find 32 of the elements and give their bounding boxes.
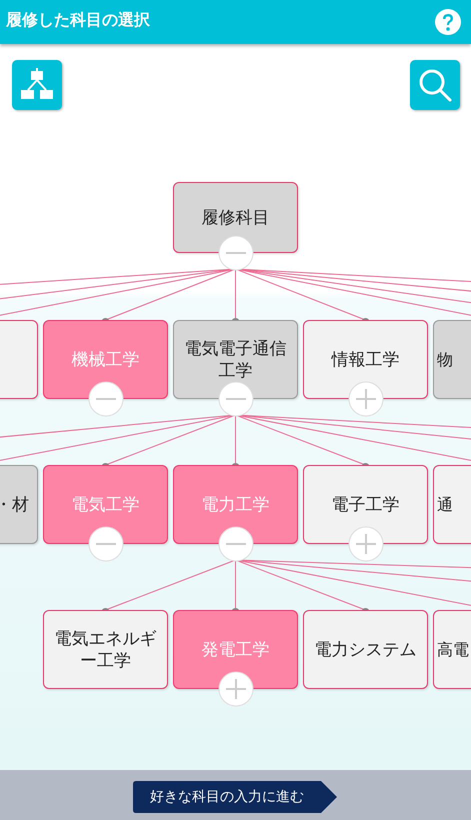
subject-name: 電気工学 [70, 494, 140, 516]
subject-card [303, 610, 428, 689]
subject-name: 物 [436, 348, 454, 370]
connector-line [102, 560, 236, 612]
subject-card [173, 465, 298, 544]
subject-card [43, 320, 168, 399]
next-button-label: 好きな科目の入力に進む [150, 788, 304, 806]
connector-line [232, 268, 240, 322]
subject-name: 電力工学 [200, 494, 270, 516]
subject-name: ・材 [0, 494, 30, 516]
subject-name: 電気電子通信工学 [184, 338, 288, 382]
subject-name: 高電 [436, 638, 470, 660]
subject-card [43, 465, 168, 544]
subject-name: 通 [436, 494, 454, 516]
subject-card [173, 610, 298, 689]
connector-line [232, 414, 240, 467]
subject-name: 発電工学 [200, 638, 270, 660]
subject-name: 履修科目 [200, 206, 270, 228]
connector-line [232, 560, 240, 612]
connector-line [102, 268, 236, 322]
screen-title: 履修した科目の選択 [6, 10, 150, 31]
subject-card [43, 610, 168, 689]
connector-line [102, 414, 236, 467]
subject-card [303, 465, 428, 544]
subject-card [173, 320, 298, 399]
subject-name: 情報工学 [330, 348, 400, 370]
subject-card [303, 320, 428, 399]
subject-name: 電気エネルギー工学 [54, 628, 158, 672]
subject-name: 電子工学 [330, 494, 400, 516]
subject-name: 電力システム [314, 638, 418, 660]
subject-card [173, 182, 298, 253]
subject-name: 機械工学 [70, 348, 140, 370]
